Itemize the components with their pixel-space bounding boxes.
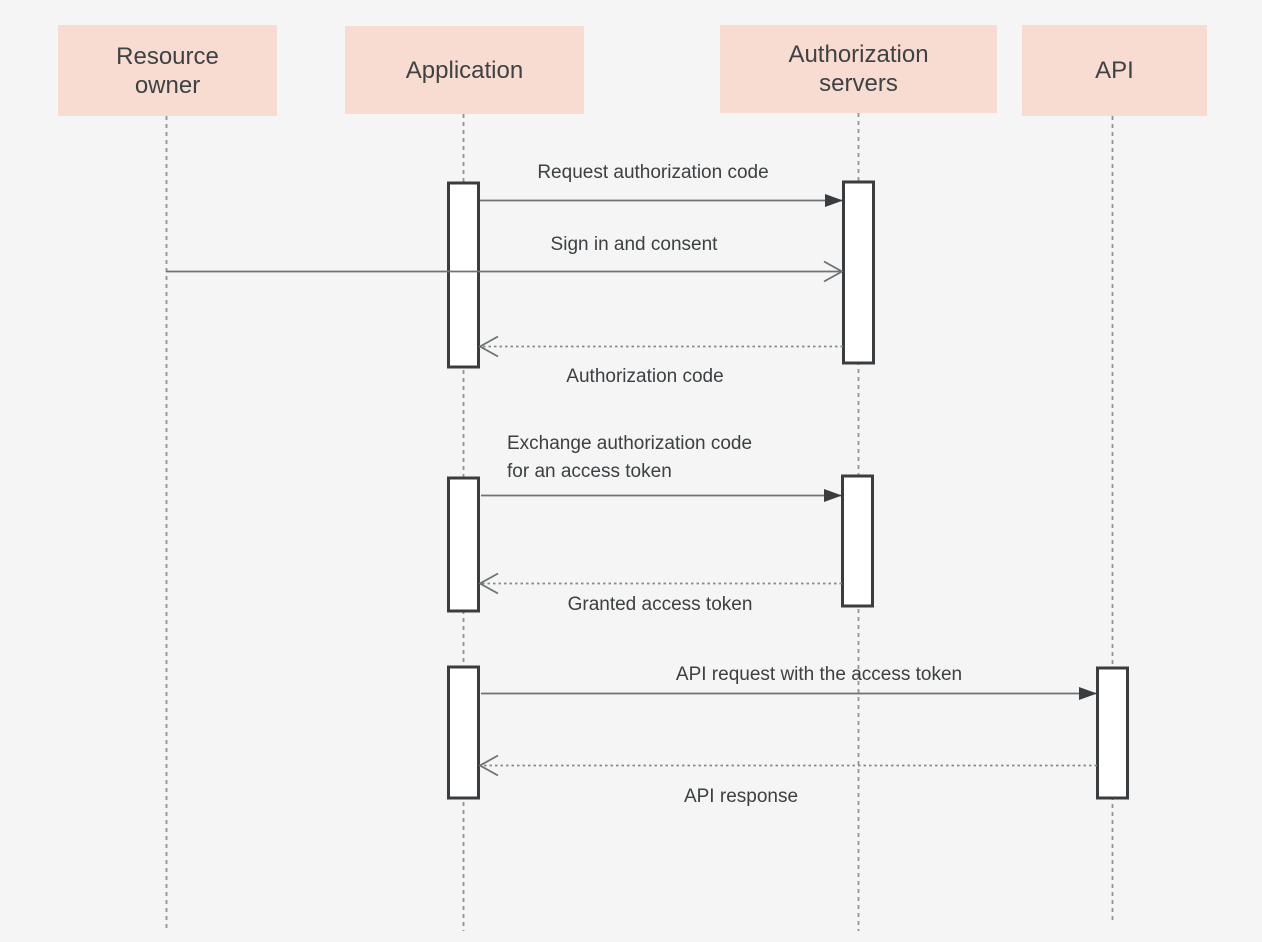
activation-bar-application-1 — [447, 181, 480, 369]
participant-label: Authorization — [788, 41, 929, 68]
message-label-authorization-code: Authorization code — [566, 366, 724, 387]
message-label-line: Exchange authorization code — [507, 433, 753, 454]
activation-bar-authorization-servers-2 — [841, 474, 874, 608]
participant-label: Application — [405, 56, 524, 84]
participant-application: Application — [345, 26, 584, 114]
message-label-line: for an access token — [507, 461, 672, 482]
activation-bar-application-3 — [447, 665, 480, 800]
message-label-api-response: API response — [683, 786, 799, 807]
participant-resource-owner: Resource owner — [58, 25, 277, 116]
message-label-api-request: API request with the access token — [675, 664, 963, 685]
participant-api: API — [1022, 25, 1207, 116]
activation-bar-authorization-servers-1 — [842, 180, 875, 365]
participant-authorization-servers: Authorization servers — [720, 25, 997, 113]
activation-bar-api-1 — [1096, 666, 1129, 800]
message-label-request-authorization-code: Request authorization code — [537, 162, 769, 183]
participant-label: API — [1095, 57, 1134, 84]
participant-label: owner — [134, 71, 201, 99]
activation-bar-application-2 — [447, 476, 480, 613]
participant-label: Resource — [116, 42, 219, 70]
message-label-sign-in-and-consent: Sign in and consent — [550, 234, 718, 255]
message-label-exchange-authorization-code: Exchange authorization code for an acces… — [507, 430, 752, 486]
participant-label: servers — [819, 70, 898, 97]
message-label-granted-access-token: Granted access token — [567, 594, 753, 615]
